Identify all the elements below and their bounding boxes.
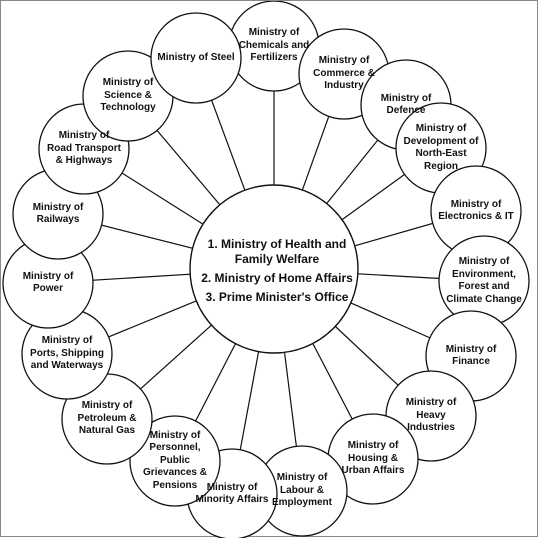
node-label-environment-forest-and-climate-change: Ministry of Environment, Forest and Clim… [446,256,522,305]
node-label-personnel-public-grievances-pensions: Ministry of Personnel, Public Grievances… [143,429,207,491]
node-label-labour-employment: Ministry of Labour & Employment [271,472,332,509]
center-item-2: 2. Ministry of Home Affairs [201,271,353,285]
node-circle-personnel-public-grievances-pensions [129,415,221,507]
node-label-chemicals-and-fertilizers: Ministry of Chemicals and Fertilizers [238,27,310,64]
node-label-power: Ministry of Power [22,270,74,295]
node-label-commerce-industry: Ministry of Commerce & Industry [313,55,375,92]
node-label-steel: Ministry of Steel [157,51,235,63]
outer-nodes-group [2,1,530,538]
node-label-minority-affairs: Ministry of Minority Affairs [195,481,269,506]
node-circle-steel [150,12,242,104]
node-label-heavy-industries: Ministry of Heavy Industries [405,397,457,434]
node-label-road-transport-highways: Ministry of Road Transport & Highways [47,130,121,167]
node-label-electronics-it: Ministry of Electronics & IT [438,198,514,223]
node-label-development-of-north-east-region: Ministry of Development of North-East Re… [403,123,479,172]
node-label-ports-shipping-and-waterways: Ministry of Ports, Shipping and Waterway… [30,335,104,372]
node-label-defence: Ministry of Defence [380,92,432,117]
center-node-label: 1. Ministry of Health and Family Welfare… [197,215,357,327]
center-item-3: 3. Prime Minister's Office [205,290,349,304]
node-label-railways: Ministry of Railways [32,201,84,226]
center-item-1: 1. Ministry of Health and Family Welfare [207,237,347,266]
center-node-circle [189,184,359,354]
node-label-housing-urban-affairs: Ministry of Housing & Urban Affairs [341,440,405,477]
node-label-finance: Ministry of Finance [445,343,497,368]
node-label-petroleum-natural-gas: Ministry of Petroleum & Natural Gas [77,400,137,437]
node-label-science-technology: Ministry of Science & Technology [100,77,156,114]
